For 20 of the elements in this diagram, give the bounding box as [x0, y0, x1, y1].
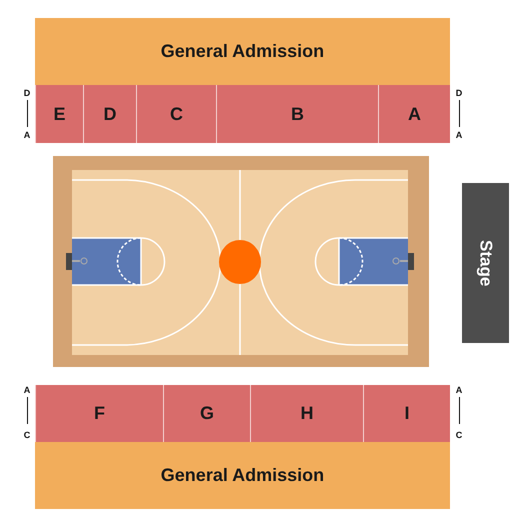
seating-section: D: [83, 85, 136, 143]
seating-section: General Admission: [35, 442, 450, 509]
row-label: A: [454, 130, 464, 140]
seating-section: G: [163, 385, 250, 442]
seating-section: A: [378, 85, 450, 143]
row-label: D: [454, 88, 464, 98]
seating-section: E: [35, 85, 83, 143]
seating-section: F: [35, 385, 163, 442]
row-label: C: [454, 430, 464, 440]
row-label: A: [22, 385, 32, 395]
row-label: A: [454, 385, 464, 395]
seating-section: General Admission: [35, 18, 450, 85]
row-label: A: [22, 130, 32, 140]
row-label: D: [22, 88, 32, 98]
row-label: C: [22, 430, 32, 440]
seating-section: B: [216, 85, 378, 143]
stage-block: Stage: [462, 183, 509, 343]
seating-section: C: [136, 85, 216, 143]
seating-section: H: [250, 385, 363, 442]
seating-section: I: [363, 385, 450, 442]
